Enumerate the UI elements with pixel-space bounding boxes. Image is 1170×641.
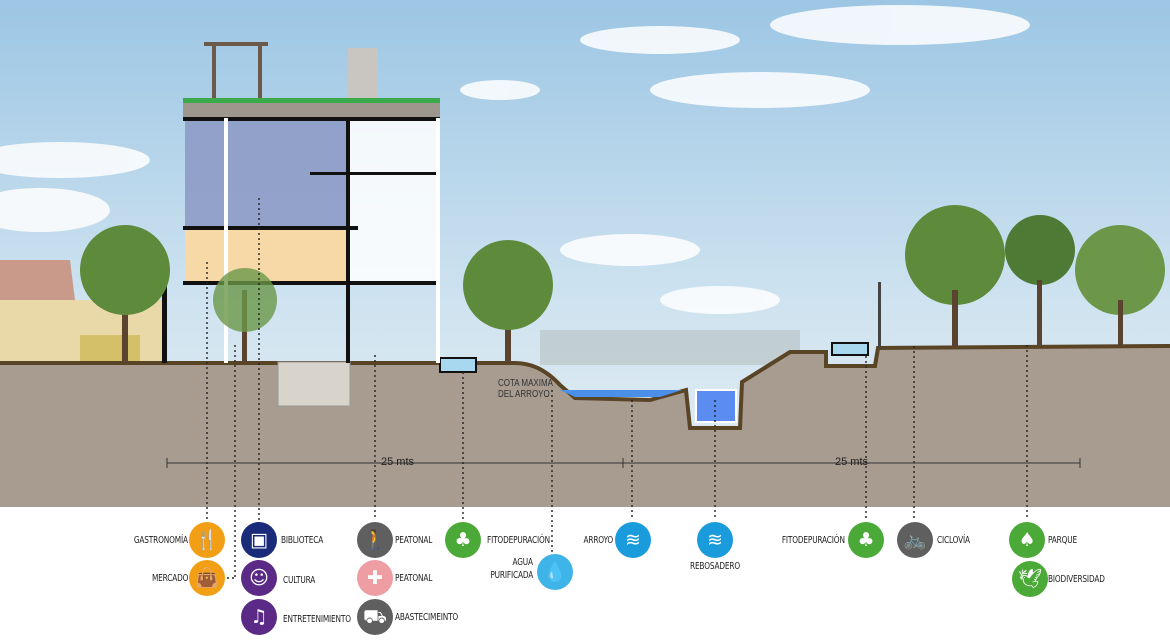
max-stream-level-note: COTA MAXIMA DEL ARROYO (498, 378, 553, 400)
plant-water-icon: ♣ (848, 522, 884, 558)
filter-planter-1 (439, 357, 477, 373)
street-lamp (878, 282, 881, 348)
basement (277, 361, 351, 407)
leader-lines (206, 198, 1028, 579)
plant-water-icon: ♣ (445, 522, 481, 558)
bicycle-icon: 🚲 (897, 522, 933, 558)
trees (80, 205, 1165, 362)
waves-icon: ≋ (615, 522, 651, 558)
legend-label-gastronomia: GASTRONOMÍA (134, 535, 188, 546)
building (162, 42, 440, 363)
legend-label-biodiversidad: BIODIVERSIDAD (1048, 574, 1105, 585)
music-note-icon: ♫ (241, 599, 277, 635)
legend-label-peatonal-2: PEATONAL (395, 573, 433, 584)
fork-spoon-icon: 🍴 (189, 522, 225, 558)
legend-label-mercado: MERCADO (151, 573, 188, 584)
water-drop-icon: 💧 (537, 554, 573, 590)
ambulance-icon: ✚ (357, 560, 393, 596)
legend-label-entretenimiento: ENTRETENIMIENTO (283, 614, 351, 625)
legend-label-agua-2: PURIFICADA (490, 570, 533, 581)
legend-label-biblioteca: BIBLIOTECA (281, 535, 324, 546)
legend-label-fitodepuracion-2: FITODEPURACIÓN (782, 535, 845, 546)
pedestrian-icon: 🚶 (357, 522, 393, 558)
legend-label-arroyo: ARROYO (583, 535, 613, 546)
legend-label-rebosadero: REBOSADERO (689, 561, 741, 572)
truck-icon: ⛟ (357, 599, 393, 635)
theater-masks-icon: ☺ (241, 560, 277, 596)
legend-label-ciclovia: CICLOVÍA (937, 535, 970, 546)
legend-label-parque: PARQUE (1048, 535, 1077, 546)
legend-label-peatonal: PEATONAL (395, 535, 433, 546)
legend-label-agua-1: AGUA (512, 557, 534, 568)
note-line-1: COTA MAXIMA (498, 378, 553, 389)
filter-planter-2 (831, 342, 869, 356)
trees-icon: ♠ (1009, 522, 1045, 558)
legend-label-abastecimiento: ABASTECIMEINTO (395, 612, 459, 623)
book-icon: ▣ (241, 522, 277, 558)
waves-icon: ≋ (697, 522, 733, 558)
legend-label-cultura: CULTURA (283, 575, 316, 586)
shopping-bag-icon: 👜 (189, 560, 225, 596)
dimension-line (166, 458, 1081, 468)
dimension-right: 25 mts (835, 456, 869, 468)
stream-water (560, 390, 682, 397)
bird-icon: 🕊 (1012, 561, 1048, 597)
clouds (0, 5, 1030, 314)
legend-label-fitodepuracion: FITODEPURACIÓN (487, 535, 550, 546)
overflow-tank (695, 389, 737, 423)
dimension-left: 25 mts (381, 456, 415, 468)
distant-hills (540, 330, 800, 365)
note-line-2: DEL ARROYO (498, 389, 550, 400)
